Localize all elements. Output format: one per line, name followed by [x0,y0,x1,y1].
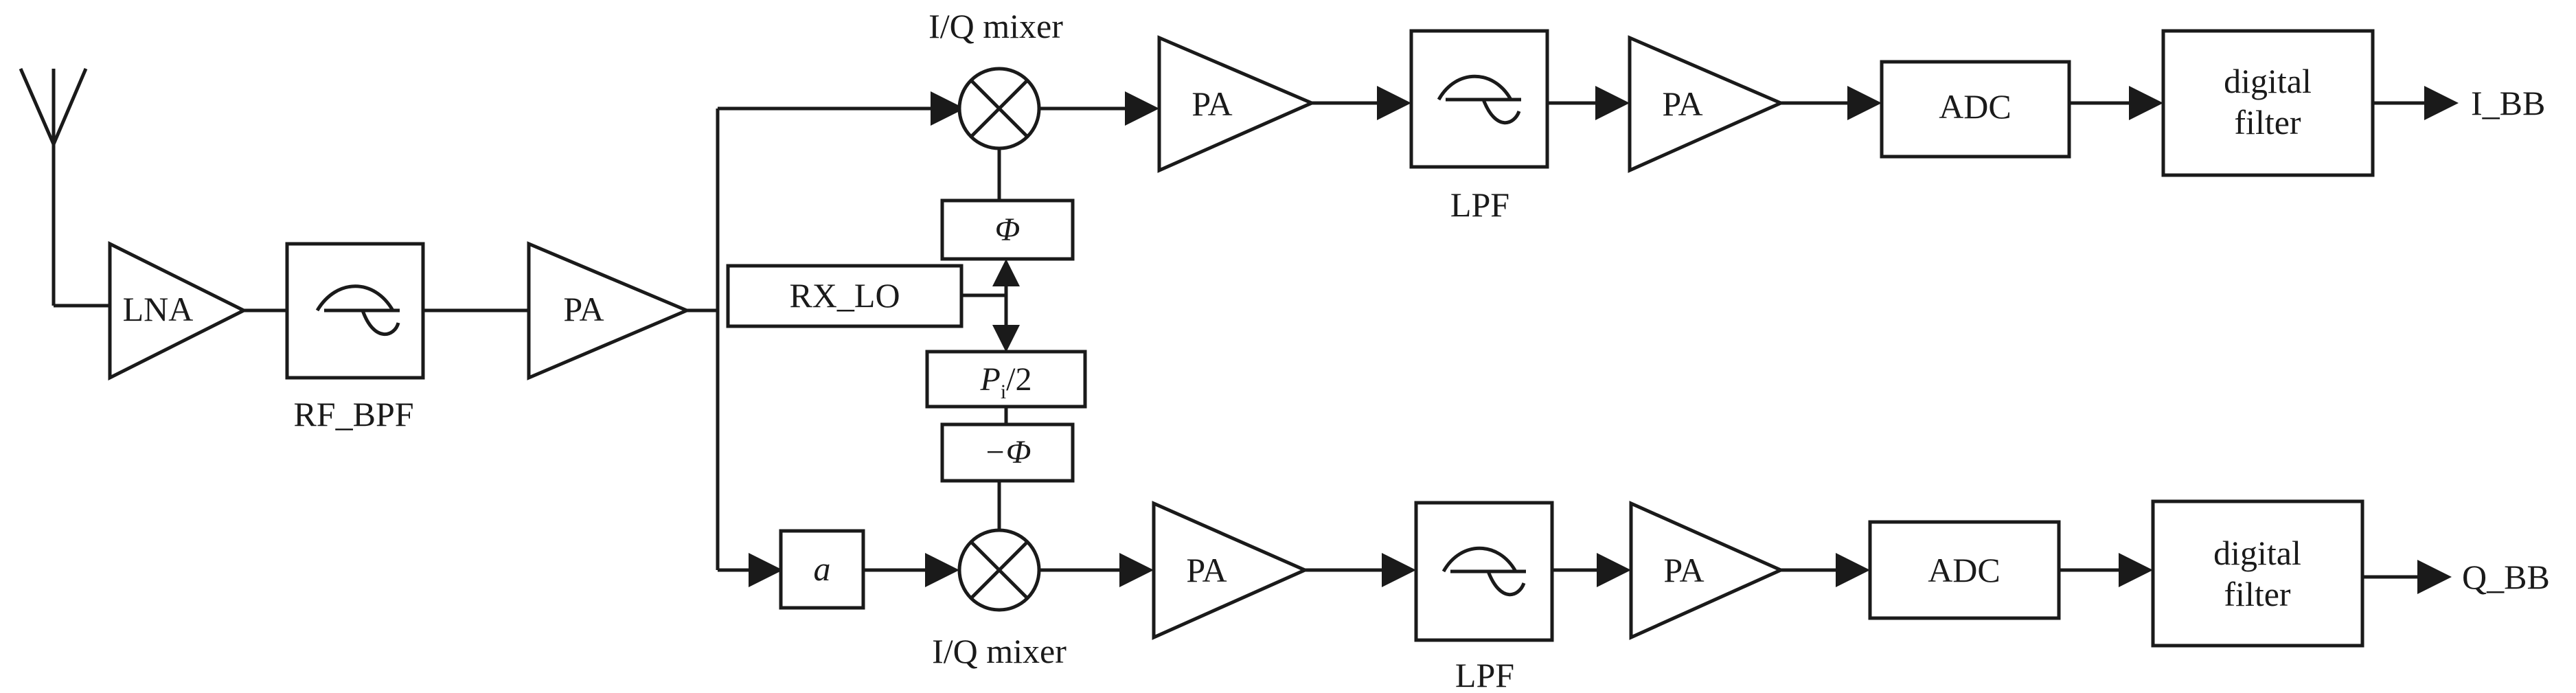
i-lpf-label: LPF [1450,185,1509,224]
i-out-label: I_BB [2471,84,2545,122]
pa-front-label: PA [563,290,604,328]
rf-bpf-filter: RF_BPF [285,242,425,433]
filter-wave-icon [1437,74,1521,125]
rx-lo-label: RX_LO [789,276,900,315]
gain-a-block: a [779,529,865,610]
pi-half-sub: i [1001,380,1006,403]
i-lpf-filter: LPF [1409,29,1549,224]
q-pa1-label: PA [1186,551,1227,589]
i-pa1-amplifier: PA [1157,35,1317,173]
q-adc-block: ADC [1868,520,2061,620]
q-pa2-amplifier: PA [1629,501,1786,640]
iq-mixer-bottom: I/Q mixer [932,528,1067,670]
iq-mixer-top-label: I/Q mixer [928,7,1063,45]
filter-wave-icon [1441,546,1526,597]
i-filter-line1: digital [2224,62,2312,100]
i-pa2-amplifier: PA [1628,35,1786,173]
i-digital-filter-block: digital filter [2161,29,2375,177]
i-pa2-label: PA [1662,84,1702,123]
iq-mixer-bottom-label: I/Q mixer [932,632,1067,670]
filter-wave-icon [315,284,400,337]
q-out-label: Q_BB [2462,558,2550,596]
i-filter-line2: filter [2234,103,2301,141]
phase-neg-block: −Φ [940,422,1075,483]
splitter-wire [687,109,720,570]
i-adc-block: ADC [1880,60,2071,159]
phase-neg-label: −Φ [984,434,1031,470]
i-pa1-label: PA [1192,84,1232,123]
pi-half-rest: /2 [1006,361,1031,398]
mixer-cross-icon [957,528,1041,612]
gain-a-label: a [814,549,831,588]
q-pa2-label: PA [1663,551,1704,589]
pi-half-p: P [979,361,1000,398]
rx-lo-block: RX_LO [726,264,964,328]
q-lpf-label: LPF [1455,656,1514,693]
q-pa1-amplifier: PA [1152,501,1310,640]
svg-text:Pi/2: Pi/2 [979,361,1031,403]
phase-pos-label: Φ [995,212,1021,248]
q-filter-line2: filter [2224,575,2291,613]
antenna-icon [19,68,88,306]
iq-mixer-top: I/Q mixer [928,7,1063,150]
q-lpf-filter: LPF [1414,501,1554,693]
lna-amplifier: LNA [108,240,248,381]
mixer-cross-icon [957,67,1041,150]
q-filter-line1: digital [2213,534,2301,572]
q-adc-label: ADC [1928,551,2001,589]
lna-label: LNA [123,290,194,328]
q-digital-filter-block: digital filter [2151,499,2364,648]
pi-half-block: Pi/2 [925,350,1087,409]
rf-bpf-label: RF_BPF [293,395,413,433]
pa-front-amplifier: PA [527,241,692,380]
phase-pos-block: Φ [940,198,1075,261]
i-adc-label: ADC [1939,87,2011,126]
